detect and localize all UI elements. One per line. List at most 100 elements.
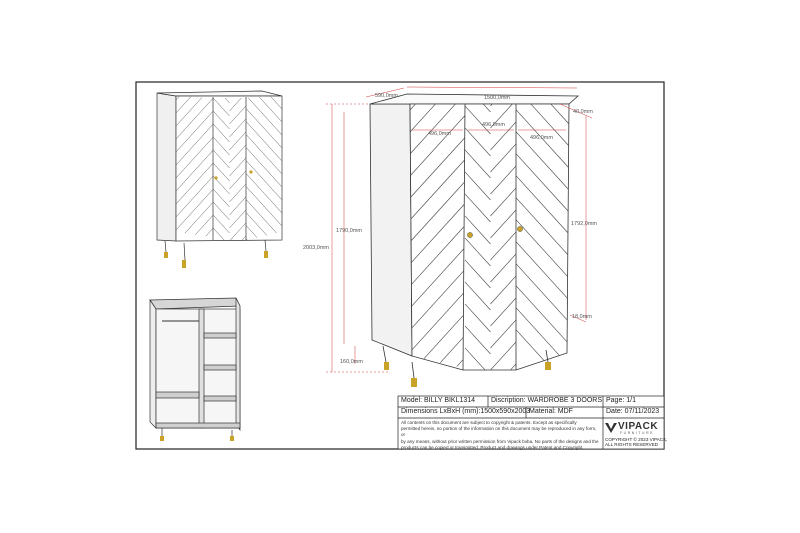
main-leg-foot-right [545, 362, 551, 370]
chevron-line [213, 162, 230, 182]
chevron-line [410, 225, 465, 287]
chevron-line [176, 150, 213, 192]
chevron-line [246, 134, 282, 175]
chevron-line [213, 201, 230, 221]
chevron-line [490, 231, 516, 261]
chevron-line [516, 219, 569, 279]
chevron-line [410, 137, 465, 199]
small-door-knob-right [249, 170, 253, 174]
chevron-line [516, 109, 569, 169]
open-leg-foot-left [160, 436, 164, 441]
chevron-line [490, 209, 516, 239]
chevron-line [516, 329, 569, 370]
chevron-line [229, 222, 246, 240]
chevron-line [410, 291, 465, 353]
title-page: Page: 1/1 [606, 397, 636, 404]
chevron-line [464, 149, 491, 179]
chevron-line [229, 131, 246, 151]
chevron-line [229, 183, 246, 203]
disclaimer-text: All contents on this document are subjec… [401, 420, 601, 451]
chevron-line [229, 98, 246, 112]
dim-door-height: 1792,0mm [571, 221, 597, 227]
chevron-line [213, 149, 230, 169]
chevron-line-set [246, 43, 282, 240]
chevron-line [490, 143, 516, 173]
chevron-line [176, 96, 213, 114]
main-door-knob-left [467, 232, 473, 238]
dim-door-mid: 496,0mm [482, 122, 505, 128]
chevron-line [229, 157, 246, 177]
dimension-lines [326, 86, 593, 373]
chevron-line [464, 215, 491, 245]
chevron-line [516, 0, 569, 58]
open-leg-foot-right [230, 436, 234, 441]
chevron-line [213, 110, 230, 130]
dim-leg-height: 160,0mm [340, 359, 363, 365]
chevron-line [490, 165, 516, 195]
chevron-line [246, 108, 282, 149]
dim-total-height: 2003,0mm [303, 245, 329, 251]
chevron-line [490, 341, 516, 370]
main-door-knob-right [517, 226, 523, 232]
small-door-knob-left [214, 176, 218, 180]
chevron-line [229, 118, 246, 138]
chevron-line [491, 34, 517, 62]
chevron-line [213, 123, 230, 143]
dimension-labels: 590,0mm 1500,0mm 40,0mm 496,0mm 496,0mm … [303, 93, 597, 365]
chevron-line [246, 173, 282, 214]
vipack-logo: VIPACK FURNITURE [605, 421, 663, 435]
chevron-line [516, 104, 569, 125]
chevron-line [490, 104, 516, 129]
main-leg-foot-left [411, 378, 417, 387]
chevron-line [464, 127, 491, 157]
chevron-line [246, 212, 282, 240]
chevron-line [491, 56, 517, 84]
chevron-line [464, 325, 491, 355]
chevron-line [410, 269, 465, 331]
title-block-grid [397, 395, 665, 450]
chevron-line [246, 121, 282, 162]
small-door-chevrons [176, 43, 282, 240]
open-wardrobe-base [155, 422, 241, 429]
chevron-line [516, 241, 569, 301]
chevron-line [176, 111, 213, 153]
chevron-line [464, 303, 491, 333]
chevron-line [176, 189, 213, 231]
chevron-line [176, 163, 213, 205]
main-leg-foot-back [384, 362, 389, 370]
open-wardrobe-view [149, 297, 241, 441]
chevron-line [490, 363, 516, 370]
vipack-logo-text: VIPACK [618, 421, 659, 432]
chevron-line [176, 228, 213, 237]
chevron-line [410, 104, 465, 155]
chevron-line [229, 209, 246, 229]
closed-wardrobe-view [156, 43, 283, 268]
chevron-line [516, 197, 569, 257]
chevron-line-set [213, 98, 230, 240]
chevron-line [229, 235, 246, 240]
chevron-line [464, 347, 491, 370]
chevron-line [490, 319, 516, 349]
chevron-line [490, 253, 516, 283]
chevron-line [464, 105, 491, 135]
chevron-line [410, 181, 465, 243]
chevron-line [246, 96, 282, 136]
chevron-line [410, 115, 465, 177]
chevron-line [176, 96, 213, 127]
chevron-line [246, 43, 282, 83]
chevron-line [464, 193, 491, 223]
chevron-line [213, 227, 230, 240]
chevron-line [516, 131, 569, 191]
chevron-line [213, 214, 230, 234]
chevron-line [229, 196, 246, 216]
chevron-line [490, 121, 516, 151]
chevron-line [176, 124, 213, 166]
chevron-line [516, 175, 569, 235]
chevron-line [246, 96, 282, 123]
small-leg-foot-back [164, 252, 168, 258]
main-wardrobe-view [369, 0, 580, 387]
chevron-line [490, 187, 516, 217]
chevron-line-set [464, 104, 491, 370]
chevron-line [464, 237, 491, 267]
